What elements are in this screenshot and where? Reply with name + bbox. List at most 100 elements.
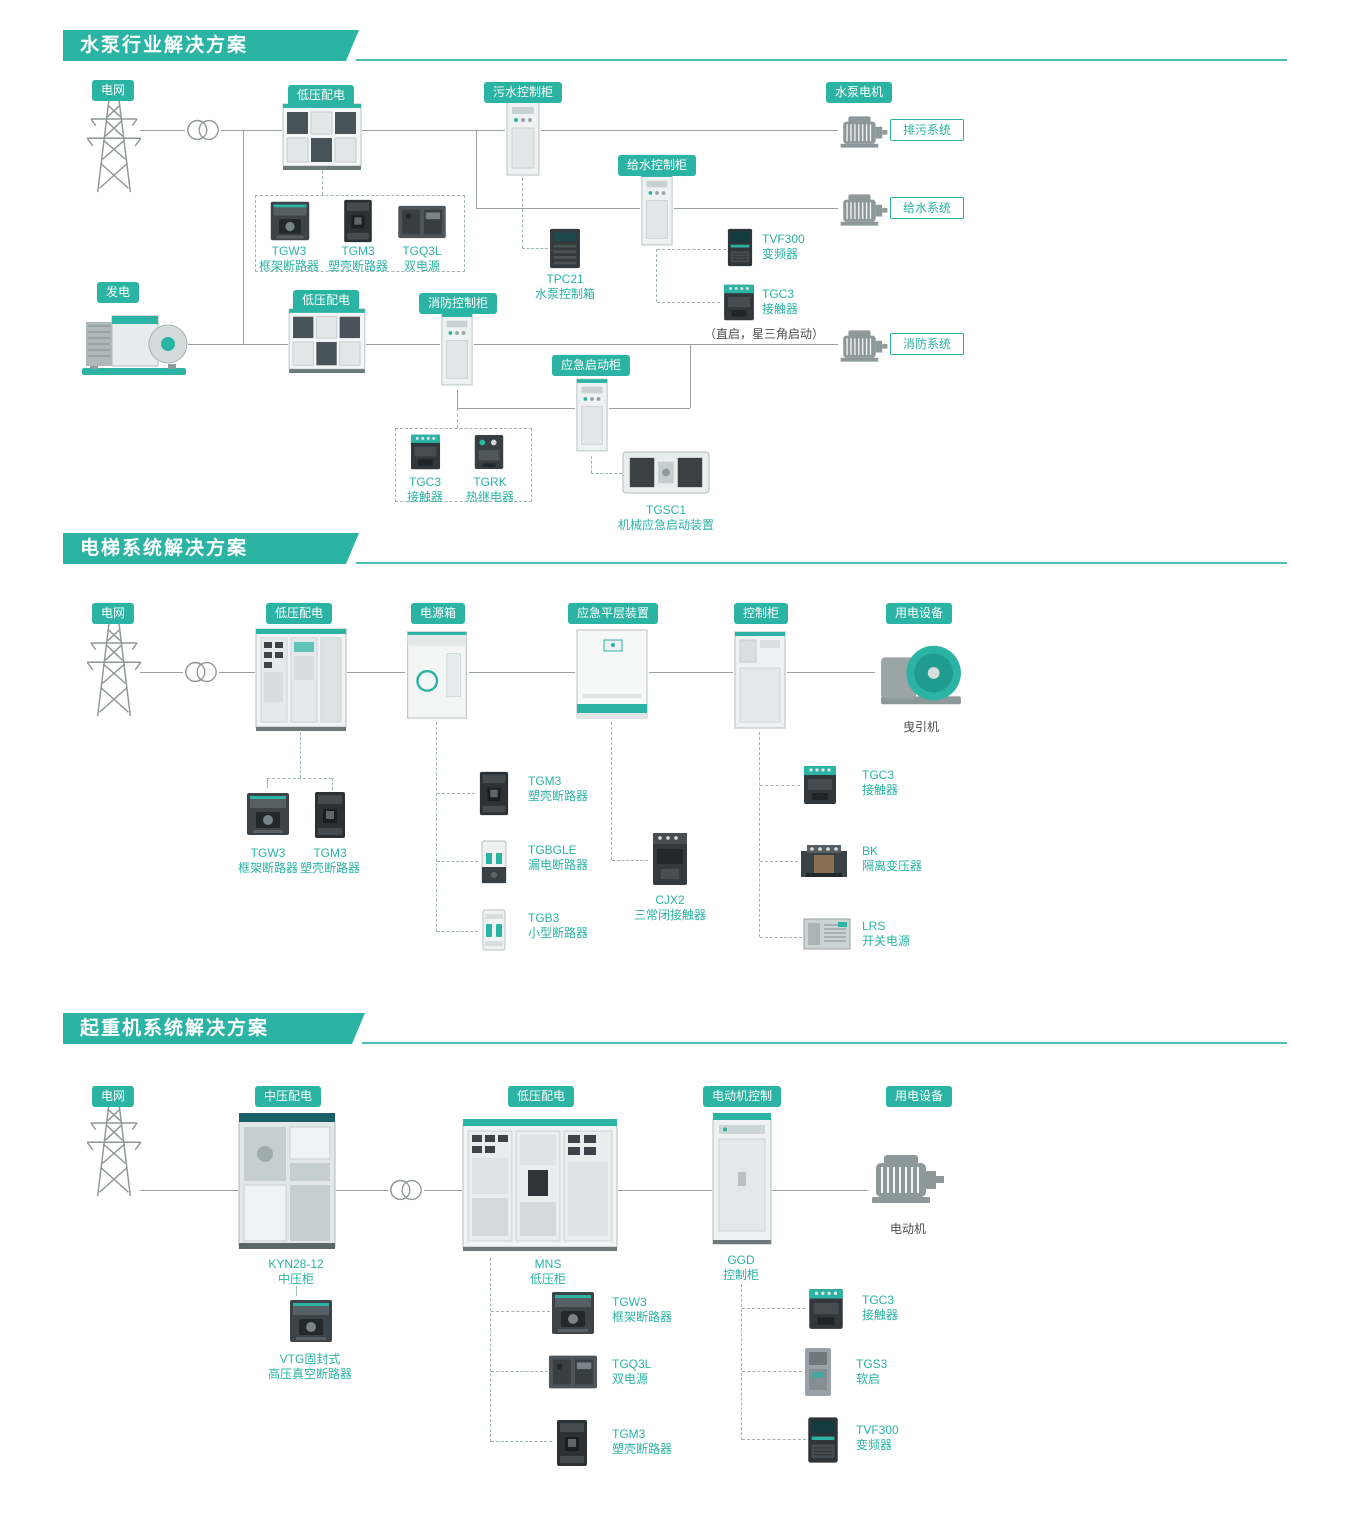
product-desc: 变频器 — [762, 247, 799, 261]
tvf300-vfd-image — [806, 1414, 840, 1466]
badge-control-cabinet: 控制柜 — [734, 603, 789, 624]
header-rule — [356, 562, 1287, 564]
connector-dashed — [742, 1308, 805, 1309]
product-name: TGC3 — [862, 768, 895, 782]
connector-dashed — [591, 456, 592, 473]
tgw3-breaker-image — [245, 788, 291, 840]
tpc21-control-box-image — [548, 227, 582, 270]
product-desc: 塑壳断路器 — [299, 861, 360, 875]
connector-dashed — [760, 785, 800, 786]
emergency-leveling-device-image — [575, 628, 649, 722]
connector-dashed — [742, 1371, 802, 1372]
product-desc: 开关电源 — [862, 934, 911, 948]
product-name: LRS — [862, 919, 886, 933]
connector-line — [221, 130, 282, 131]
tvf300-vfd-image — [726, 227, 754, 268]
connector-line — [674, 208, 838, 209]
badge-load-equipment: 用电设备 — [886, 603, 953, 624]
water-supply-control-cabinet-image — [640, 171, 674, 249]
lv-distribution-cabinet-image — [282, 103, 362, 171]
connector-line — [609, 408, 690, 409]
product-name: VTG固封式 — [279, 1352, 341, 1366]
tgw3-breaker-image — [550, 1288, 596, 1338]
mv-cabinet-image — [238, 1112, 336, 1252]
product-desc: 水泵控制箱 — [534, 287, 595, 301]
connector-line — [787, 672, 875, 673]
product-label-tvf300: TVF300 变频器 — [856, 1423, 899, 1453]
product-label-tgc3: TGC3 接触器 — [386, 475, 464, 505]
connector-dashed — [267, 778, 268, 788]
connector-line — [474, 344, 838, 345]
product-label-tgq3l: TGQ3L 双电源 — [383, 244, 461, 274]
product-name: TGC3 — [408, 475, 441, 489]
lv-distribution-cabinet-image — [288, 308, 366, 374]
product-name: TVF300 — [856, 1423, 899, 1437]
badge-sewage-cabinet: 污水控制柜 — [484, 82, 563, 103]
product-label-tgc3: TGC3 接触器 — [762, 287, 798, 317]
tgc3-contactor-image — [800, 763, 840, 807]
connector-line — [362, 130, 505, 131]
product-label-lrs: LRS 开关电源 — [862, 919, 910, 949]
connector-dashed — [436, 722, 437, 932]
product-name: CJX2 — [655, 893, 685, 907]
product-label-tgbgle: TGBGLE 漏电断路器 — [528, 843, 588, 873]
vtg-breaker-image — [288, 1296, 334, 1346]
fire-control-cabinet-image — [440, 310, 474, 390]
section-title-crane: 起重机系统解决方案 — [63, 1013, 365, 1044]
ggd-control-cabinet-image — [712, 1112, 772, 1248]
connector-dashed — [522, 178, 523, 248]
system-box-drain: 排污系统 — [890, 119, 965, 141]
system-box-water: 给水系统 — [890, 197, 965, 219]
connector-dashed — [490, 1258, 491, 1442]
connector-line — [457, 390, 458, 408]
connector-dashed — [522, 248, 548, 249]
product-name: TGSC1 — [645, 503, 686, 517]
connector-dashed — [657, 302, 720, 303]
cabinet-desc: 控制柜 — [722, 1268, 759, 1282]
badge-emergency-cabinet: 应急启动柜 — [552, 355, 631, 376]
cabinet-label-mns: MNS 低压柜 — [509, 1257, 587, 1287]
lv-distribution-cabinet-image — [255, 628, 347, 732]
start-mode-note: （直启，星三角启动） — [703, 327, 824, 341]
product-desc: 塑壳断路器 — [327, 259, 388, 273]
product-label-bk: BK 隔离变压器 — [862, 844, 922, 874]
product-label-vtg: VTG固封式 高压真空断路器 — [250, 1352, 370, 1382]
connector-line — [140, 672, 183, 673]
badge-grid: 电网 — [92, 603, 135, 624]
connector-dashed — [656, 249, 657, 302]
cabinet-name: GGD — [727, 1253, 755, 1267]
product-label-tgc3: TGC3 接触器 — [862, 1293, 898, 1323]
product-label-tgm3: TGM3 塑壳断路器 — [612, 1427, 672, 1457]
product-label-tvf300: TVF300 变频器 — [762, 232, 805, 262]
cabinet-desc: 中压柜 — [277, 1272, 314, 1286]
mns-lv-cabinet-image — [462, 1118, 618, 1252]
pump-motor-image — [838, 190, 890, 230]
connector-dashed — [300, 732, 301, 778]
connector-dashed — [742, 1439, 806, 1440]
connector-dashed — [491, 1371, 548, 1372]
product-desc: 双电源 — [403, 259, 440, 273]
badge-lv-distribution: 低压配电 — [266, 603, 333, 624]
tgq3l-ats-image — [548, 1352, 598, 1392]
header-rule — [362, 1042, 1287, 1044]
badge-pump-motor: 水泵电机 — [826, 82, 893, 103]
badge-load-equipment: 用电设备 — [886, 1086, 953, 1107]
connector-line — [424, 1190, 462, 1191]
product-desc: 双电源 — [612, 1372, 649, 1386]
product-name: TGC3 — [762, 287, 795, 301]
connector-line — [476, 208, 640, 209]
tgb3-breaker-image — [478, 908, 510, 952]
product-desc: 漏电断路器 — [528, 858, 589, 872]
product-label-tgm3: TGM3 塑壳断路器 — [528, 774, 588, 804]
motor-label: 电动机 — [889, 1222, 926, 1236]
tgbgle-breaker-image — [478, 839, 510, 885]
product-name: TVF300 — [762, 232, 805, 246]
badge-power-box: 电源箱 — [411, 603, 466, 624]
tgm3-breaker-image — [339, 198, 377, 244]
product-label-tgq3l: TGQ3L 双电源 — [612, 1357, 651, 1387]
product-desc: 机械应急启动装置 — [617, 518, 714, 532]
product-name: TGM3 — [528, 774, 562, 788]
section-title-pump: 水泵行业解决方案 — [63, 30, 359, 61]
connector-line — [219, 672, 255, 673]
transformer-icon — [183, 660, 219, 684]
